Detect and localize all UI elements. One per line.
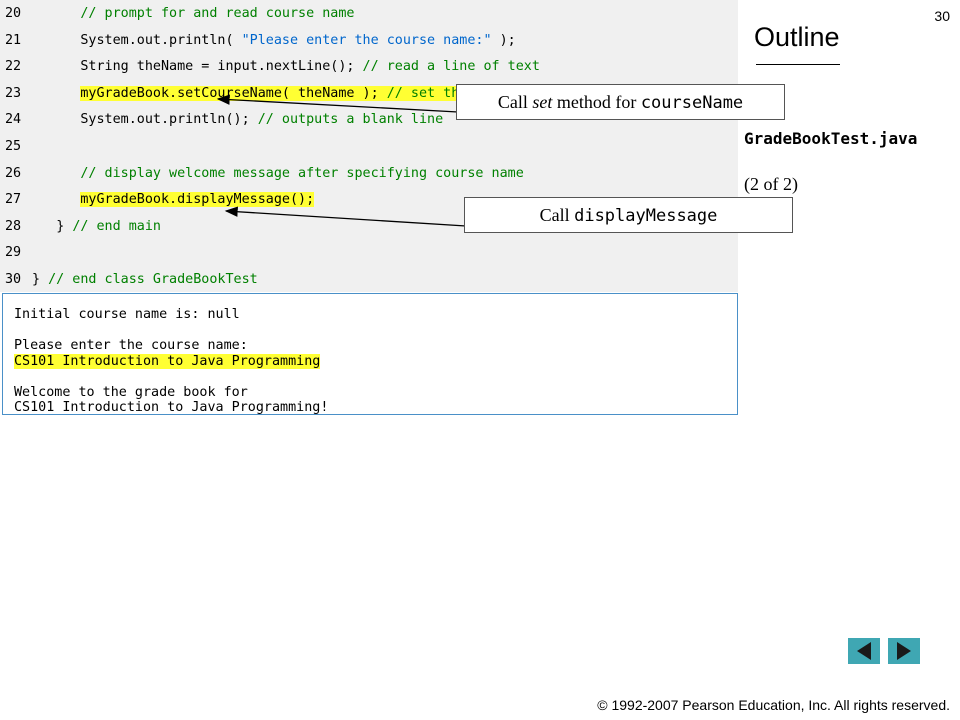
output-line: Please enter the course name: — [14, 338, 248, 353]
highlighted-code: myGradeBook.displayMessage(); — [80, 192, 315, 208]
code-line: 26 // display welcome message after spec… — [0, 160, 738, 187]
callout-code-word: displayMessage — [574, 206, 718, 226]
right-arrow-icon — [897, 642, 911, 660]
code-indent — [32, 86, 80, 101]
code-indent — [32, 112, 80, 127]
line-number: 30 — [5, 272, 22, 287]
outline-title: Outline — [754, 22, 840, 52]
code-text: System.out.println(); // outputs a blank… — [32, 106, 443, 133]
code-text: // display welcome message after specify… — [32, 160, 523, 187]
code-comment: // end class GradeBookTest — [48, 272, 258, 287]
code-indent — [32, 219, 56, 234]
code-comment: // outputs a blank line — [257, 112, 444, 128]
callout-code-word: courseName — [640, 93, 744, 113]
output-line: CS101 Introduction to Java Programming! — [14, 400, 329, 415]
callout-middle: method for — [552, 92, 641, 112]
code-text: } // end main — [32, 213, 161, 240]
code-line: 30} // end class GradeBookTest — [0, 266, 738, 293]
code-line: 25 — [0, 133, 738, 160]
code-statement: System.out.println(); — [80, 112, 258, 128]
code-statement: myGradeBook.displayMessage(); — [80, 192, 315, 208]
line-number: 27 — [5, 192, 22, 208]
callout-set-course-name: Call set method for courseName — [456, 84, 785, 120]
code-line: 22 String theName = input.nextLine(); //… — [0, 53, 738, 80]
line-number: 26 — [5, 165, 22, 181]
left-arrow-icon — [857, 642, 871, 660]
code-indent — [32, 59, 80, 74]
output-line: Initial course name is: null — [14, 307, 240, 322]
code-statement: String theName = input.nextLine(); — [80, 59, 363, 75]
page-of-label: (2 of 2) — [744, 174, 798, 194]
code-text: myGradeBook.displayMessage(); — [32, 186, 315, 213]
outline-underline — [756, 64, 840, 65]
code-body: // display welcome message after specify… — [80, 166, 523, 181]
code-body: String theName = input.nextLine(); // re… — [80, 59, 540, 74]
code-string: "Please enter the course name:" — [241, 32, 492, 48]
code-text: System.out.println( "Please enter the co… — [32, 27, 515, 54]
code-comment: // read a line of text — [362, 59, 540, 75]
code-body: // prompt for and read course name — [80, 6, 354, 21]
code-line: 29 — [0, 239, 738, 266]
code-indent — [32, 166, 80, 181]
code-indent — [32, 33, 80, 48]
code-comment: // prompt for and read course name — [80, 6, 355, 21]
code-body: } // end main — [56, 219, 161, 234]
code-statement: System.out.println( — [80, 32, 242, 48]
line-number: 29 — [5, 245, 22, 261]
line-number: 23 — [5, 85, 22, 101]
line-number: 28 — [5, 218, 22, 234]
code-body: } // end class GradeBookTest — [32, 272, 258, 287]
code-line: 20 // prompt for and read course name — [0, 0, 738, 27]
previous-slide-button[interactable] — [848, 638, 880, 664]
user-input-line: CS101 Introduction to Java Programming — [14, 353, 321, 369]
code-line: 21 System.out.println( "Please enter the… — [0, 27, 738, 54]
code-text: String theName = input.nextLine(); // re… — [32, 53, 540, 80]
output-line: Welcome to the grade book for — [14, 384, 248, 400]
code-text: // prompt for and read course name — [32, 0, 354, 27]
next-slide-button[interactable] — [888, 638, 920, 664]
callout-italic-word: set — [532, 92, 553, 112]
code-statement: } — [32, 272, 49, 287]
code-statement: myGradeBook.setCourseName( theName ); — [80, 85, 387, 101]
code-line: 24 System.out.println(); // outputs a bl… — [0, 106, 738, 133]
line-number: 24 — [5, 112, 22, 128]
code-text: } // end class GradeBookTest — [32, 266, 258, 293]
callout-prefix: Call — [539, 205, 575, 225]
line-number: 21 — [5, 32, 22, 48]
code-comment: // end main — [72, 218, 161, 234]
code-line: 28 } // end main — [0, 213, 738, 240]
line-number: 25 — [5, 139, 22, 154]
code-statement: } — [56, 218, 73, 234]
code-line: 27 myGradeBook.displayMessage(); — [0, 186, 738, 213]
code-indent — [32, 192, 80, 207]
code-indent — [32, 6, 80, 21]
code-body: System.out.println(); // outputs a blank… — [80, 112, 443, 127]
callout-prefix: Call — [497, 92, 533, 112]
code-statement: ); — [491, 32, 516, 48]
callout-display-message: Call displayMessage — [464, 197, 793, 233]
file-name: GradeBookTest.java — [744, 129, 918, 148]
code-comment: // display welcome message after specify… — [80, 165, 524, 181]
line-number: 22 — [5, 59, 22, 75]
copyright-notice: © 1992-2007 Pearson Education, Inc. All … — [597, 697, 950, 713]
line-number: 20 — [5, 6, 22, 21]
code-body: System.out.println( "Please enter the co… — [80, 33, 515, 48]
page-number: 30 — [934, 8, 950, 24]
